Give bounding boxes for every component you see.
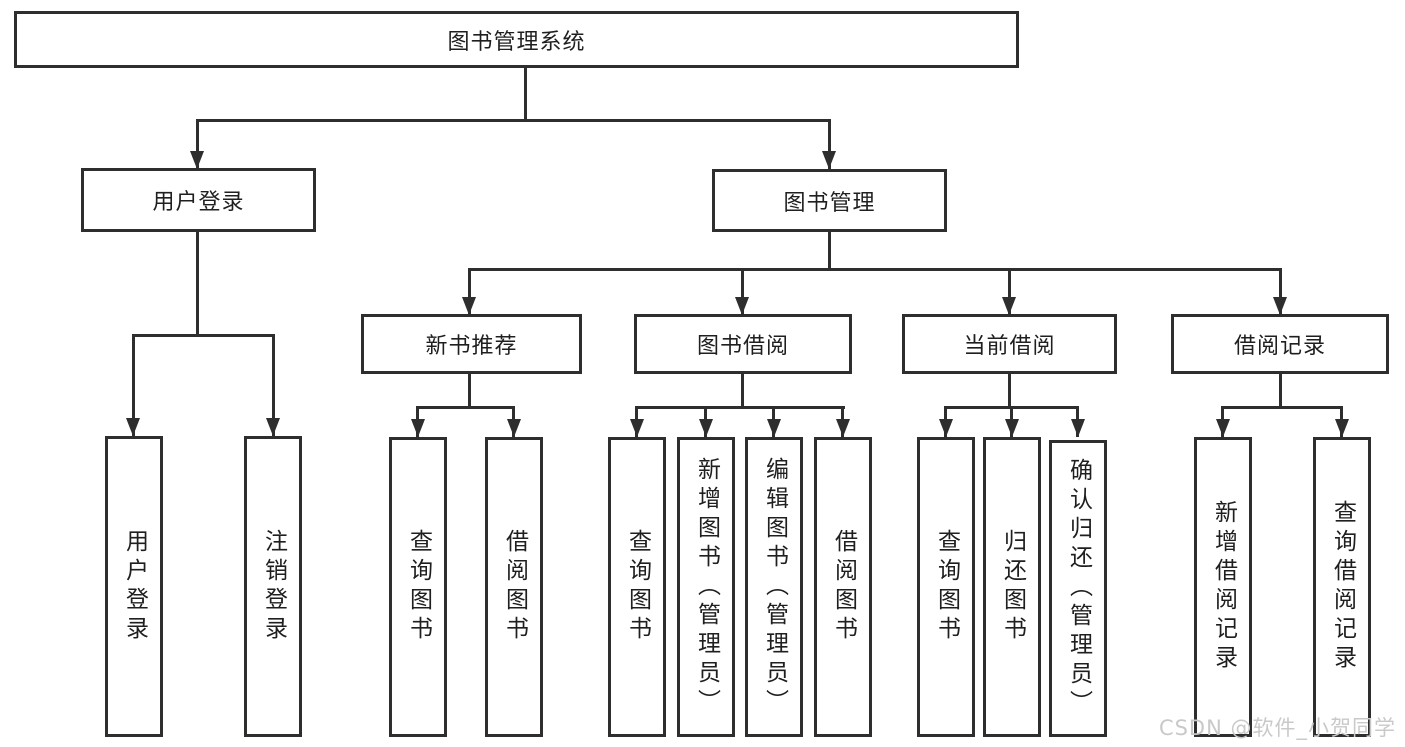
arrow-down-icon — [699, 419, 713, 437]
arrow-down-icon — [735, 297, 749, 315]
leaf-query-books: 查询图书 — [608, 437, 666, 737]
connector-line — [272, 334, 275, 436]
arrow-down-icon — [190, 151, 204, 169]
connector-line — [469, 268, 1282, 271]
node-borrowing-records: 借阅记录 — [1171, 314, 1389, 374]
leaf-confirm-return-admin: 确认归还（管理员） — [1049, 440, 1107, 737]
node-library-system: 图书管理系统 — [14, 11, 1019, 68]
connector-line — [635, 406, 845, 409]
node-label: 查询借阅记录 — [1329, 500, 1356, 674]
connector-line — [1221, 406, 1343, 409]
connector-line — [1008, 374, 1011, 409]
leaf-user-login: 用户登录 — [105, 436, 163, 737]
leaf-logout: 注销登录 — [244, 436, 302, 737]
node-user-login: 用户登录 — [81, 168, 316, 232]
connector-line — [1279, 374, 1282, 409]
node-label: 新书推荐 — [425, 334, 518, 359]
node-label: 查询图书 — [624, 529, 651, 645]
arrow-down-icon — [1335, 419, 1349, 437]
arrow-down-icon — [1005, 419, 1019, 437]
arrow-down-icon — [507, 419, 521, 437]
node-label: 当前借阅 — [963, 334, 1056, 359]
node-label: 归还图书 — [999, 529, 1026, 645]
connector-line — [132, 334, 135, 436]
arrow-down-icon — [822, 151, 836, 169]
leaf-add-books-admin: 新增图书（管理员） — [677, 437, 735, 737]
leaf-borrow-books: 借阅图书 — [814, 437, 872, 737]
connector-line — [196, 232, 199, 336]
node-book-borrowing: 图书借阅 — [634, 314, 852, 374]
node-book-management: 图书管理 — [712, 169, 947, 232]
node-label: 图书管理 — [783, 190, 876, 216]
leaf-query-books: 查询图书 — [389, 437, 447, 737]
node-label: 借阅图书 — [830, 529, 857, 645]
connector-line — [1008, 268, 1011, 315]
node-label: 新增借阅记录 — [1210, 500, 1237, 674]
leaf-borrow-books: 借阅图书 — [485, 437, 543, 737]
connector-line — [132, 334, 275, 337]
leaf-query-borrow-record: 查询借阅记录 — [1313, 437, 1371, 737]
node-label: 用户登录 — [121, 528, 148, 645]
connector-line — [524, 67, 527, 122]
node-label: 图书借阅 — [696, 334, 789, 359]
csdn-watermark: CSDN @软件_小贺同学 — [1158, 716, 1396, 740]
node-label: 注销登录 — [260, 528, 287, 645]
node-label: 编辑图书（管理员） — [761, 456, 788, 718]
arrow-down-icon — [1071, 419, 1085, 437]
arrow-down-icon — [1273, 297, 1287, 315]
arrow-down-icon — [266, 418, 280, 436]
node-label: 借阅记录 — [1233, 334, 1326, 359]
leaf-query-books: 查询图书 — [917, 437, 975, 737]
arrow-down-icon — [411, 419, 425, 437]
node-current-borrowing: 当前借阅 — [902, 314, 1117, 374]
arrow-down-icon — [836, 419, 850, 437]
arrow-down-icon — [126, 418, 140, 436]
node-new-book-recommend: 新书推荐 — [361, 314, 582, 374]
connector-line — [828, 119, 831, 169]
connector-line — [741, 374, 744, 409]
leaf-return-books: 归还图书 — [983, 437, 1041, 737]
node-label: 图书管理系统 — [447, 29, 586, 55]
arrow-down-icon — [462, 297, 476, 315]
arrow-down-icon — [1216, 419, 1230, 437]
connector-line — [468, 268, 471, 315]
node-label: 新增图书（管理员） — [693, 456, 720, 718]
node-label: 用户登录 — [152, 190, 245, 215]
connector-line — [828, 232, 831, 271]
node-label: 查询图书 — [405, 529, 432, 645]
arrow-down-icon — [1002, 297, 1016, 315]
node-label: 查询图书 — [933, 529, 960, 645]
connector-line — [196, 119, 831, 122]
connector-line — [468, 374, 471, 409]
connector-line — [1279, 268, 1282, 315]
arrow-down-icon — [767, 419, 781, 437]
leaf-add-borrow-record: 新增借阅记录 — [1194, 437, 1252, 737]
connector-line — [741, 268, 744, 315]
arrow-down-icon — [939, 419, 953, 437]
node-label: 借阅图书 — [501, 529, 528, 645]
connector-line — [416, 406, 515, 409]
connector-line — [196, 119, 199, 168]
arrow-down-icon — [630, 419, 644, 437]
leaf-edit-books-admin: 编辑图书（管理员） — [745, 437, 803, 737]
node-label: 确认归还（管理员） — [1065, 458, 1092, 719]
